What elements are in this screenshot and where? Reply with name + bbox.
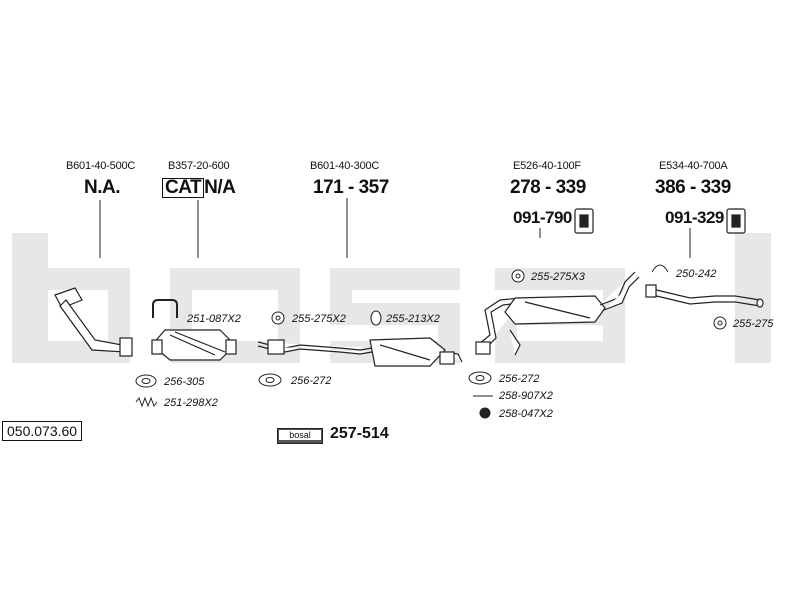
part-251-087: 251-087X2	[187, 313, 241, 325]
hanger-rubbers	[574, 208, 746, 234]
section-4-code: E526-40-100F	[513, 160, 581, 172]
section-5-code: E534-40-700A	[659, 160, 728, 172]
section-4-hanger: 091-790	[513, 208, 572, 227]
bosal-badge-label: bosal	[279, 430, 321, 440]
section-1-range: N.A.	[84, 177, 121, 198]
center-muffler	[475, 271, 640, 356]
part-255-213: 255-213X2	[386, 313, 440, 325]
section-3-code: B601-40-300C	[310, 160, 380, 172]
part-258-047: 258-047X2	[499, 408, 553, 420]
front-pipe	[54, 287, 133, 357]
part-250-242: 250-242	[676, 268, 717, 280]
kit-total: 257-514	[330, 425, 389, 442]
part-256-272-b: 256-272	[499, 373, 540, 385]
bosal-badge: bosal	[277, 428, 323, 444]
section-5-range: 386 - 339	[655, 177, 731, 198]
part-251-298: 251-298X2	[164, 397, 218, 409]
section-2-value: N/A	[204, 177, 236, 198]
part-256-272-a: 256-272	[291, 375, 332, 387]
catalytic-converter	[151, 299, 237, 361]
part-symbols	[135, 264, 727, 419]
section-4-range: 278 - 339	[510, 177, 586, 198]
section-3-range: 171 - 357	[313, 177, 389, 198]
part-255-275x2: 255-275X2	[292, 313, 346, 325]
intermediate-pipe	[257, 337, 463, 367]
part-256-305: 256-305	[164, 376, 205, 388]
section-1-code: B601-40-500C	[66, 160, 136, 172]
cat-label: CAT	[162, 178, 205, 198]
part-255-275: 255-275	[733, 318, 774, 330]
part-255-275x3: 255-275X3	[531, 271, 585, 283]
reference-number: 050.073.60	[2, 421, 83, 441]
part-258-907: 258-907X2	[499, 390, 553, 402]
section-5-hanger: 091-329	[665, 208, 724, 227]
tailpipe	[645, 284, 764, 308]
leader-lines	[99, 198, 691, 258]
section-2-code: B357-20-600	[168, 160, 230, 172]
